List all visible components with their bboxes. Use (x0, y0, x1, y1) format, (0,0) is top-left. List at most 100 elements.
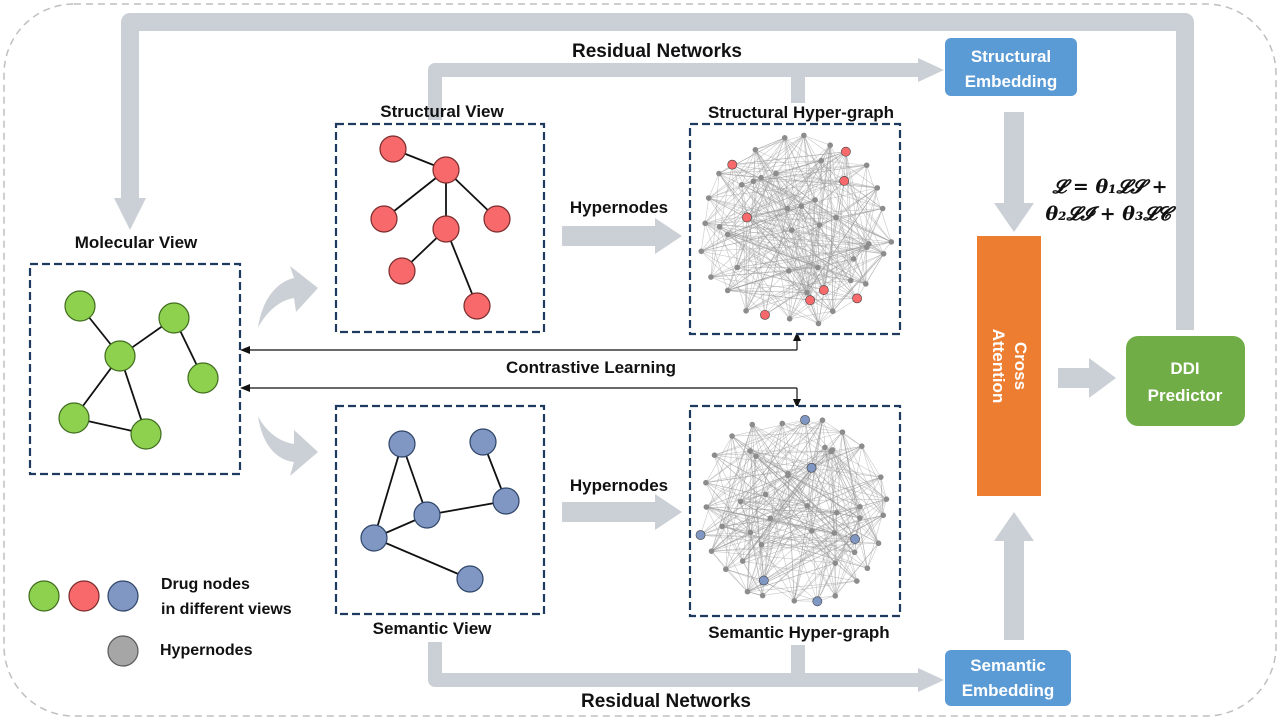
hyperedge (775, 160, 822, 174)
hyperedge (781, 423, 789, 476)
hyperedge (714, 419, 823, 456)
residual-bottom-label: Residual Networks (581, 691, 751, 712)
hyperedge (763, 580, 795, 602)
hypernode (734, 264, 741, 271)
hyperedge (706, 506, 751, 533)
ddi-predictor-line2: Predictor (1148, 386, 1223, 405)
hypernode (752, 146, 759, 153)
hypernode (716, 170, 722, 177)
hyperedge (711, 476, 881, 552)
semantic-hypergraph-edges (700, 419, 887, 602)
hyperedge (823, 289, 858, 299)
hyperedge (801, 206, 834, 312)
hypernode (708, 274, 714, 280)
hyperedge (742, 544, 762, 562)
hyperedge (832, 449, 879, 544)
hyperedge (727, 234, 869, 245)
hypernodes-top-label: Hypernodes (570, 198, 668, 217)
hyperedge (821, 160, 867, 166)
hyperedge (793, 420, 823, 601)
hypernode (875, 540, 882, 547)
molecular-nodes (58, 290, 219, 450)
hyperedge (727, 246, 867, 291)
drug-hypernode (839, 176, 850, 186)
hyperedge (814, 199, 892, 243)
hyperedge (753, 149, 756, 182)
hyperedge (708, 173, 720, 199)
hyperedge (719, 181, 754, 228)
drug-hypernode (695, 530, 706, 540)
hypernode (743, 307, 749, 314)
hyperedge (708, 135, 805, 199)
hyperedge (836, 432, 843, 513)
hyperedge (861, 446, 887, 500)
hyperedge (755, 431, 843, 457)
hypernode (815, 320, 822, 327)
hyperedge (830, 451, 835, 534)
hyperedge (706, 506, 812, 532)
semantic-nodes (360, 428, 520, 593)
semantic-embedding-box (945, 650, 1071, 706)
hyperedge (732, 164, 837, 218)
structural-embedding-line2: Embedding (965, 72, 1058, 91)
hyperedge (811, 506, 861, 532)
hyperedge (810, 298, 858, 301)
hyperedge (787, 420, 823, 474)
residual-top-arrowhead (918, 58, 944, 82)
hyperedge (731, 435, 789, 474)
hyperedge (765, 494, 836, 597)
hyperedge (737, 151, 847, 268)
hypernode (801, 132, 807, 139)
hypernode (708, 548, 715, 554)
hyperedge (818, 298, 858, 324)
hyperedge (845, 151, 868, 248)
hyperedge (836, 476, 881, 513)
hyperedge (880, 477, 887, 500)
hypernode (705, 195, 712, 201)
hypernodes-top-arrowhead (655, 218, 682, 254)
hyperedge (854, 515, 884, 553)
drug-hypernode (806, 462, 817, 473)
struct-embed-down-arrowhead (994, 203, 1034, 232)
hyperedge (842, 432, 861, 519)
hyperedge (745, 230, 793, 311)
legend-gray-node (107, 635, 139, 667)
hyperedge (731, 419, 806, 437)
hyperedge (787, 451, 832, 474)
hyperedge (822, 420, 879, 544)
drug-hypernode (850, 534, 860, 544)
hyperedge (711, 550, 748, 592)
ddi-predictor-line1: DDI (1170, 359, 1199, 378)
hypernode (753, 453, 759, 460)
hyperedge (806, 187, 878, 293)
feedback-loop-arrowhead (114, 198, 146, 230)
hyperedge (760, 135, 805, 178)
hypernode (785, 472, 791, 479)
hyperedge (747, 456, 757, 592)
hyperedge (762, 506, 861, 596)
hyperedge (727, 205, 802, 235)
hypernode (804, 289, 810, 296)
hyperedge (705, 467, 812, 484)
hyperedge (811, 445, 862, 469)
hyperedge (722, 512, 837, 527)
hyperedge (742, 560, 763, 596)
hyperedge (741, 149, 756, 185)
hyperedge (747, 473, 789, 592)
residual-bottom-arrow (428, 642, 918, 687)
hyperedge (861, 446, 882, 478)
hyperedge (762, 532, 835, 596)
to-predictor-arrowhead (1089, 358, 1116, 398)
hyperedge (727, 290, 807, 293)
hyperedge (782, 423, 887, 500)
hypernode (864, 565, 871, 572)
hyperedge (784, 137, 884, 254)
hypernode (851, 549, 858, 556)
hyperedge (727, 180, 845, 291)
hyperedge (787, 473, 861, 519)
hyperedge (775, 173, 790, 271)
hypernode (749, 421, 756, 428)
hyperedge (865, 165, 867, 284)
hypernode (785, 268, 792, 274)
hyperedge (750, 450, 881, 478)
